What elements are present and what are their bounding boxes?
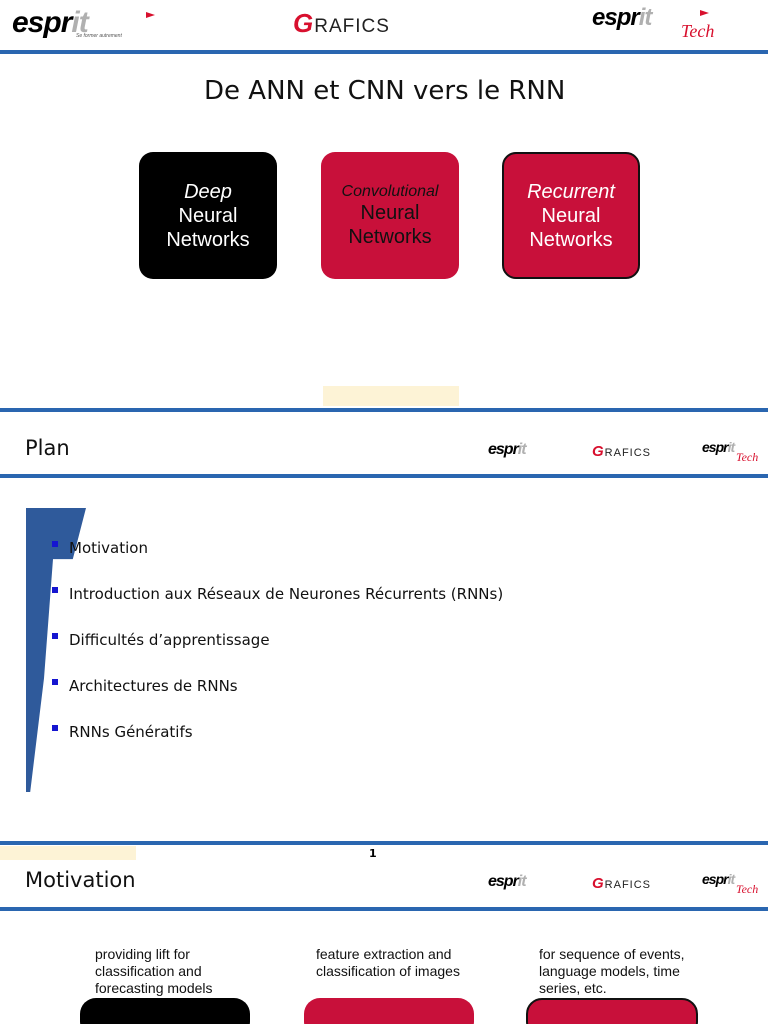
mid-rule-2 xyxy=(0,474,768,478)
plan-item: RNNs Génératifs xyxy=(52,723,193,741)
esprit-logo: esprit xyxy=(12,6,89,39)
page-number: 1 xyxy=(369,847,377,860)
grafics-logo: GRAFICS xyxy=(293,8,390,38)
esprit-tech-flag-icon xyxy=(700,10,709,16)
grafics-logo-small-3: GRAFICS xyxy=(592,875,652,892)
bullet-icon xyxy=(52,725,58,731)
bottom-rule-2 xyxy=(0,841,768,845)
esprit-logo-small: esprit xyxy=(488,441,527,458)
plan-item: Difficultés d’apprentissage xyxy=(52,631,270,649)
motivation-box-dnn xyxy=(80,998,250,1024)
bullet-icon xyxy=(52,679,58,685)
recurrent-nn-box: Recurrent Neural Networks xyxy=(502,152,640,279)
esprit-logo-small-3: esprit xyxy=(488,873,527,890)
deep-nn-box: Deep Neural Networks xyxy=(139,152,277,279)
grafics-logo-small: GRAFICS xyxy=(592,443,652,460)
convolutional-nn-box: Convolutional Neural Networks xyxy=(321,152,459,279)
highlight-strip-2 xyxy=(0,846,136,860)
esprit-tech-logo: esprit xyxy=(592,4,652,31)
motivation-text-cnn: feature extraction and classification of… xyxy=(316,946,460,979)
slide2-title: Plan xyxy=(25,436,70,460)
esprit-tech-logo-small: esprit xyxy=(702,439,735,455)
top-rule-2 xyxy=(0,408,768,412)
esprit-tech-logo-small-3: esprit xyxy=(702,871,735,887)
plan-item: Architectures de RNNs xyxy=(52,677,238,695)
slide1-title: De ANN et CNN vers le RNN xyxy=(204,76,566,106)
highlight-strip-1 xyxy=(323,386,459,406)
mid-rule-3 xyxy=(0,907,768,911)
tech-label-small-3: Tech xyxy=(736,882,759,896)
bullet-icon xyxy=(52,541,58,547)
slide3-title: Motivation xyxy=(25,868,136,892)
plan-item: Introduction aux Réseaux de Neurones Réc… xyxy=(52,585,503,603)
motivation-text-rnn: for sequence of events, language models,… xyxy=(539,946,685,996)
tech-label: Tech xyxy=(681,21,715,41)
tech-label-small: Tech xyxy=(736,450,759,464)
top-rule-1 xyxy=(0,50,768,54)
esprit-tagline: Se former autrement xyxy=(76,33,122,39)
motivation-box-rnn xyxy=(526,998,698,1024)
plan-item: Motivation xyxy=(52,539,148,557)
motivation-text-dnn: providing lift for classification and fo… xyxy=(95,946,213,996)
bullet-icon xyxy=(52,633,58,639)
esprit-flag-icon xyxy=(146,12,155,18)
bullet-icon xyxy=(52,587,58,593)
header-logos-1: esprit Se former autrement GRAFICS espri… xyxy=(0,0,768,50)
motivation-box-cnn xyxy=(304,998,474,1024)
